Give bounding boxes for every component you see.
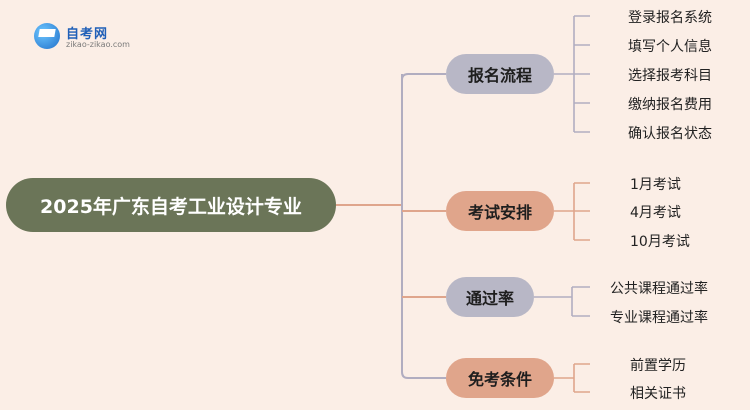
leaf-january-exam: 1月考试: [630, 177, 681, 193]
leaf-login-system: 登录报名系统: [628, 10, 712, 26]
leaf-april-exam: 4月考试: [630, 205, 681, 221]
cap-shape: [38, 29, 56, 37]
branch-pass-rate: 通过率: [446, 277, 534, 317]
logo-title: 自考网: [66, 27, 109, 42]
leaf-october-exam: 10月考试: [630, 234, 690, 250]
leaf-prior-education: 前置学历: [630, 358, 686, 374]
central-topic: 2025年广东自考工业设计专业: [6, 178, 336, 232]
leaf-pay-fee: 缴纳报名费用: [628, 97, 712, 113]
leaf-related-certificates: 相关证书: [630, 386, 686, 402]
branch-exemption-conditions: 免考条件: [446, 358, 554, 398]
branch-registration-process: 报名流程: [446, 54, 554, 94]
leaf-confirm-status: 确认报名状态: [628, 126, 712, 142]
leaf-public-course-pass-rate: 公共课程通过率: [610, 281, 708, 297]
logo-subtitle: zikao-zikao.com: [66, 40, 130, 49]
leaf-fill-personal-info: 填写个人信息: [628, 39, 712, 55]
branch-exam-schedule: 考试安排: [446, 191, 554, 231]
leaf-major-course-pass-rate: 专业课程通过率: [610, 310, 708, 326]
logo: 自考网 zikao-zikao.com: [30, 17, 140, 51]
leaf-select-subjects: 选择报考科目: [628, 68, 712, 84]
